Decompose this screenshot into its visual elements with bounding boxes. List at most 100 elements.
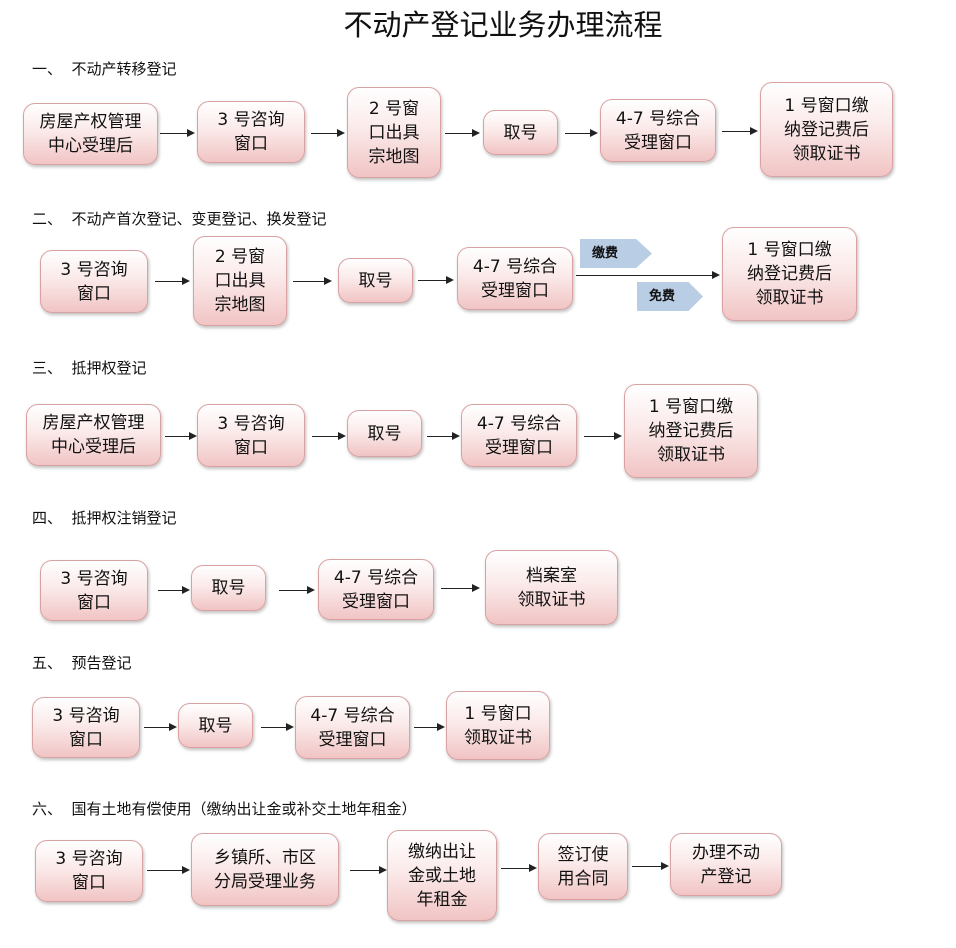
process-step-box: 3 号咨询窗口 — [35, 840, 143, 902]
step-text-line: 2 号窗 — [214, 247, 266, 267]
step-text-line: 宗地图 — [214, 295, 266, 315]
flow-arrow-icon — [261, 722, 294, 731]
step-text-line: 口出具 — [214, 271, 266, 291]
fee-paid-label: 缴费 — [580, 239, 652, 268]
step-text-line: 受理窗口 — [318, 729, 387, 750]
process-step-box: 3 号咨询窗口 — [40, 250, 148, 313]
step-text-line: 3 号咨询 — [60, 259, 128, 280]
process-step-box: 取号 — [338, 258, 413, 303]
step-text-line: 4-7 号综合 — [333, 567, 419, 588]
step-text-line: 领取证书 — [517, 589, 586, 610]
process-step-box: 签订使用合同 — [538, 833, 628, 900]
process-step-box: 4-7 号综合受理窗口 — [318, 559, 434, 620]
section-heading: 二、 不动产首次登记、变更登记、换发登记 — [32, 210, 327, 228]
flow-arrow-icon — [155, 276, 190, 285]
flow-arrow-icon — [565, 128, 598, 137]
step-text-line: 纳登记费后 — [648, 421, 734, 441]
step-text-line: 领取证书 — [792, 143, 861, 164]
step-text-line: 中心受理后 — [51, 437, 136, 457]
process-step-box: 房屋产权管理中心受理后 — [26, 404, 161, 466]
step-text-line: 受理窗口 — [481, 280, 549, 301]
process-step-box: 档案室领取证书 — [485, 550, 618, 625]
process-step-box: 3 号咨询窗口 — [32, 697, 140, 758]
process-step-box: 4-7 号综合受理窗口 — [461, 404, 577, 467]
flow-arrow-icon — [312, 431, 346, 440]
section-heading: 三、 抵押权登记 — [32, 359, 147, 377]
process-step-box: 1 号窗口缴纳登记费后领取证书 — [722, 227, 857, 321]
step-text-line: 窗口 — [77, 283, 111, 304]
flow-arrow-icon — [418, 275, 454, 284]
process-step-box: 1 号窗口领取证书 — [446, 691, 550, 760]
step-text-line: 3 号咨询 — [52, 705, 120, 726]
flow-arrow-icon — [279, 585, 315, 594]
step-text-line: 缴纳出让 — [408, 841, 476, 862]
step-text-line: 1 号窗口缴 — [784, 95, 869, 116]
section-heading: 一、 不动产转移登记 — [32, 60, 177, 78]
step-text-line: 产登记 — [700, 866, 752, 887]
step-text-line: 年租金 — [416, 889, 468, 910]
process-step-box: 1 号窗口缴纳登记费后领取证书 — [760, 82, 893, 177]
process-step-box: 2 号窗口出具宗地图 — [193, 236, 287, 326]
step-text-line: 3 号咨询 — [55, 849, 123, 869]
step-text-line: 领取证书 — [755, 288, 824, 308]
flow-arrow-icon — [584, 431, 622, 440]
flow-arrow-icon — [158, 585, 190, 594]
step-text-line: 金或土地 — [408, 865, 476, 886]
process-step-box: 3 号咨询窗口 — [197, 404, 305, 467]
process-step-box: 4-7 号综合受理窗口 — [600, 99, 716, 162]
process-step-box: 缴纳出让金或土地年租金 — [387, 830, 497, 921]
step-text-line: 用合同 — [557, 868, 609, 889]
process-step-box: 取号 — [347, 410, 422, 457]
step-text-line: 窗口 — [69, 729, 103, 750]
step-text-line: 4-7 号综合 — [310, 705, 395, 726]
step-text-line: 1 号窗口缴 — [747, 240, 832, 260]
step-text-line: 办理不动 — [692, 842, 760, 863]
flow-arrow-icon — [427, 431, 460, 440]
step-text-line: 纳登记费后 — [747, 264, 832, 284]
flow-arrow-icon — [441, 583, 480, 592]
flow-arrow-icon — [576, 270, 720, 279]
step-text-line: 取号 — [358, 270, 393, 291]
process-step-box: 4-7 号综合受理窗口 — [457, 247, 573, 310]
step-text-line: 受理窗口 — [485, 437, 553, 458]
step-text-line: 4-7 号综合 — [476, 413, 562, 434]
step-text-line: 房屋产权管理 — [42, 413, 145, 433]
step-text-line: 3 号咨询 — [217, 110, 285, 130]
step-text-line: 窗口 — [234, 134, 268, 154]
step-text-line: 领取证书 — [657, 445, 725, 465]
flow-arrow-icon — [165, 431, 197, 440]
step-text-line: 4-7 号综合 — [472, 256, 558, 277]
flow-arrow-icon — [311, 128, 345, 137]
flow-arrow-icon — [501, 863, 537, 872]
flow-arrow-icon — [160, 128, 195, 137]
step-text-line: 3 号咨询 — [60, 568, 128, 589]
process-step-box: 房屋产权管理中心受理后 — [23, 103, 158, 165]
step-text-line: 领取证书 — [464, 727, 532, 748]
fee-free-label: 免费 — [637, 282, 703, 311]
step-text-line: 取号 — [198, 715, 233, 736]
flow-arrow-icon — [632, 861, 669, 870]
process-step-box: 取号 — [178, 703, 253, 748]
step-text-line: 4-7 号综合 — [615, 108, 701, 129]
process-step-box: 办理不动产登记 — [670, 833, 782, 896]
flow-arrow-icon — [414, 722, 445, 731]
step-text-line: 受理窗口 — [624, 132, 692, 153]
process-step-box: 2 号窗口出具宗地图 — [347, 87, 441, 178]
step-text-line: 宗地图 — [368, 146, 420, 167]
step-text-line: 乡镇所、市区 — [214, 847, 316, 868]
step-text-line: 1 号窗口 — [464, 703, 532, 724]
step-text-line: 取号 — [503, 122, 538, 143]
step-text-line: 纳登记费后 — [784, 119, 869, 140]
step-text-line: 取号 — [211, 578, 246, 598]
step-text-line: 分局受理业务 — [214, 871, 316, 892]
flow-arrow-icon — [722, 126, 758, 135]
process-step-box: 3 号咨询窗口 — [197, 101, 305, 163]
step-text-line: 窗口 — [72, 873, 106, 893]
step-text-line: 取号 — [367, 423, 402, 444]
step-text-line: 房屋产权管理 — [39, 112, 142, 132]
step-text-line: 中心受理后 — [48, 136, 133, 156]
step-text-line: 3 号咨询 — [217, 413, 285, 434]
flow-arrow-icon — [350, 865, 387, 874]
process-step-box: 取号 — [483, 110, 558, 155]
